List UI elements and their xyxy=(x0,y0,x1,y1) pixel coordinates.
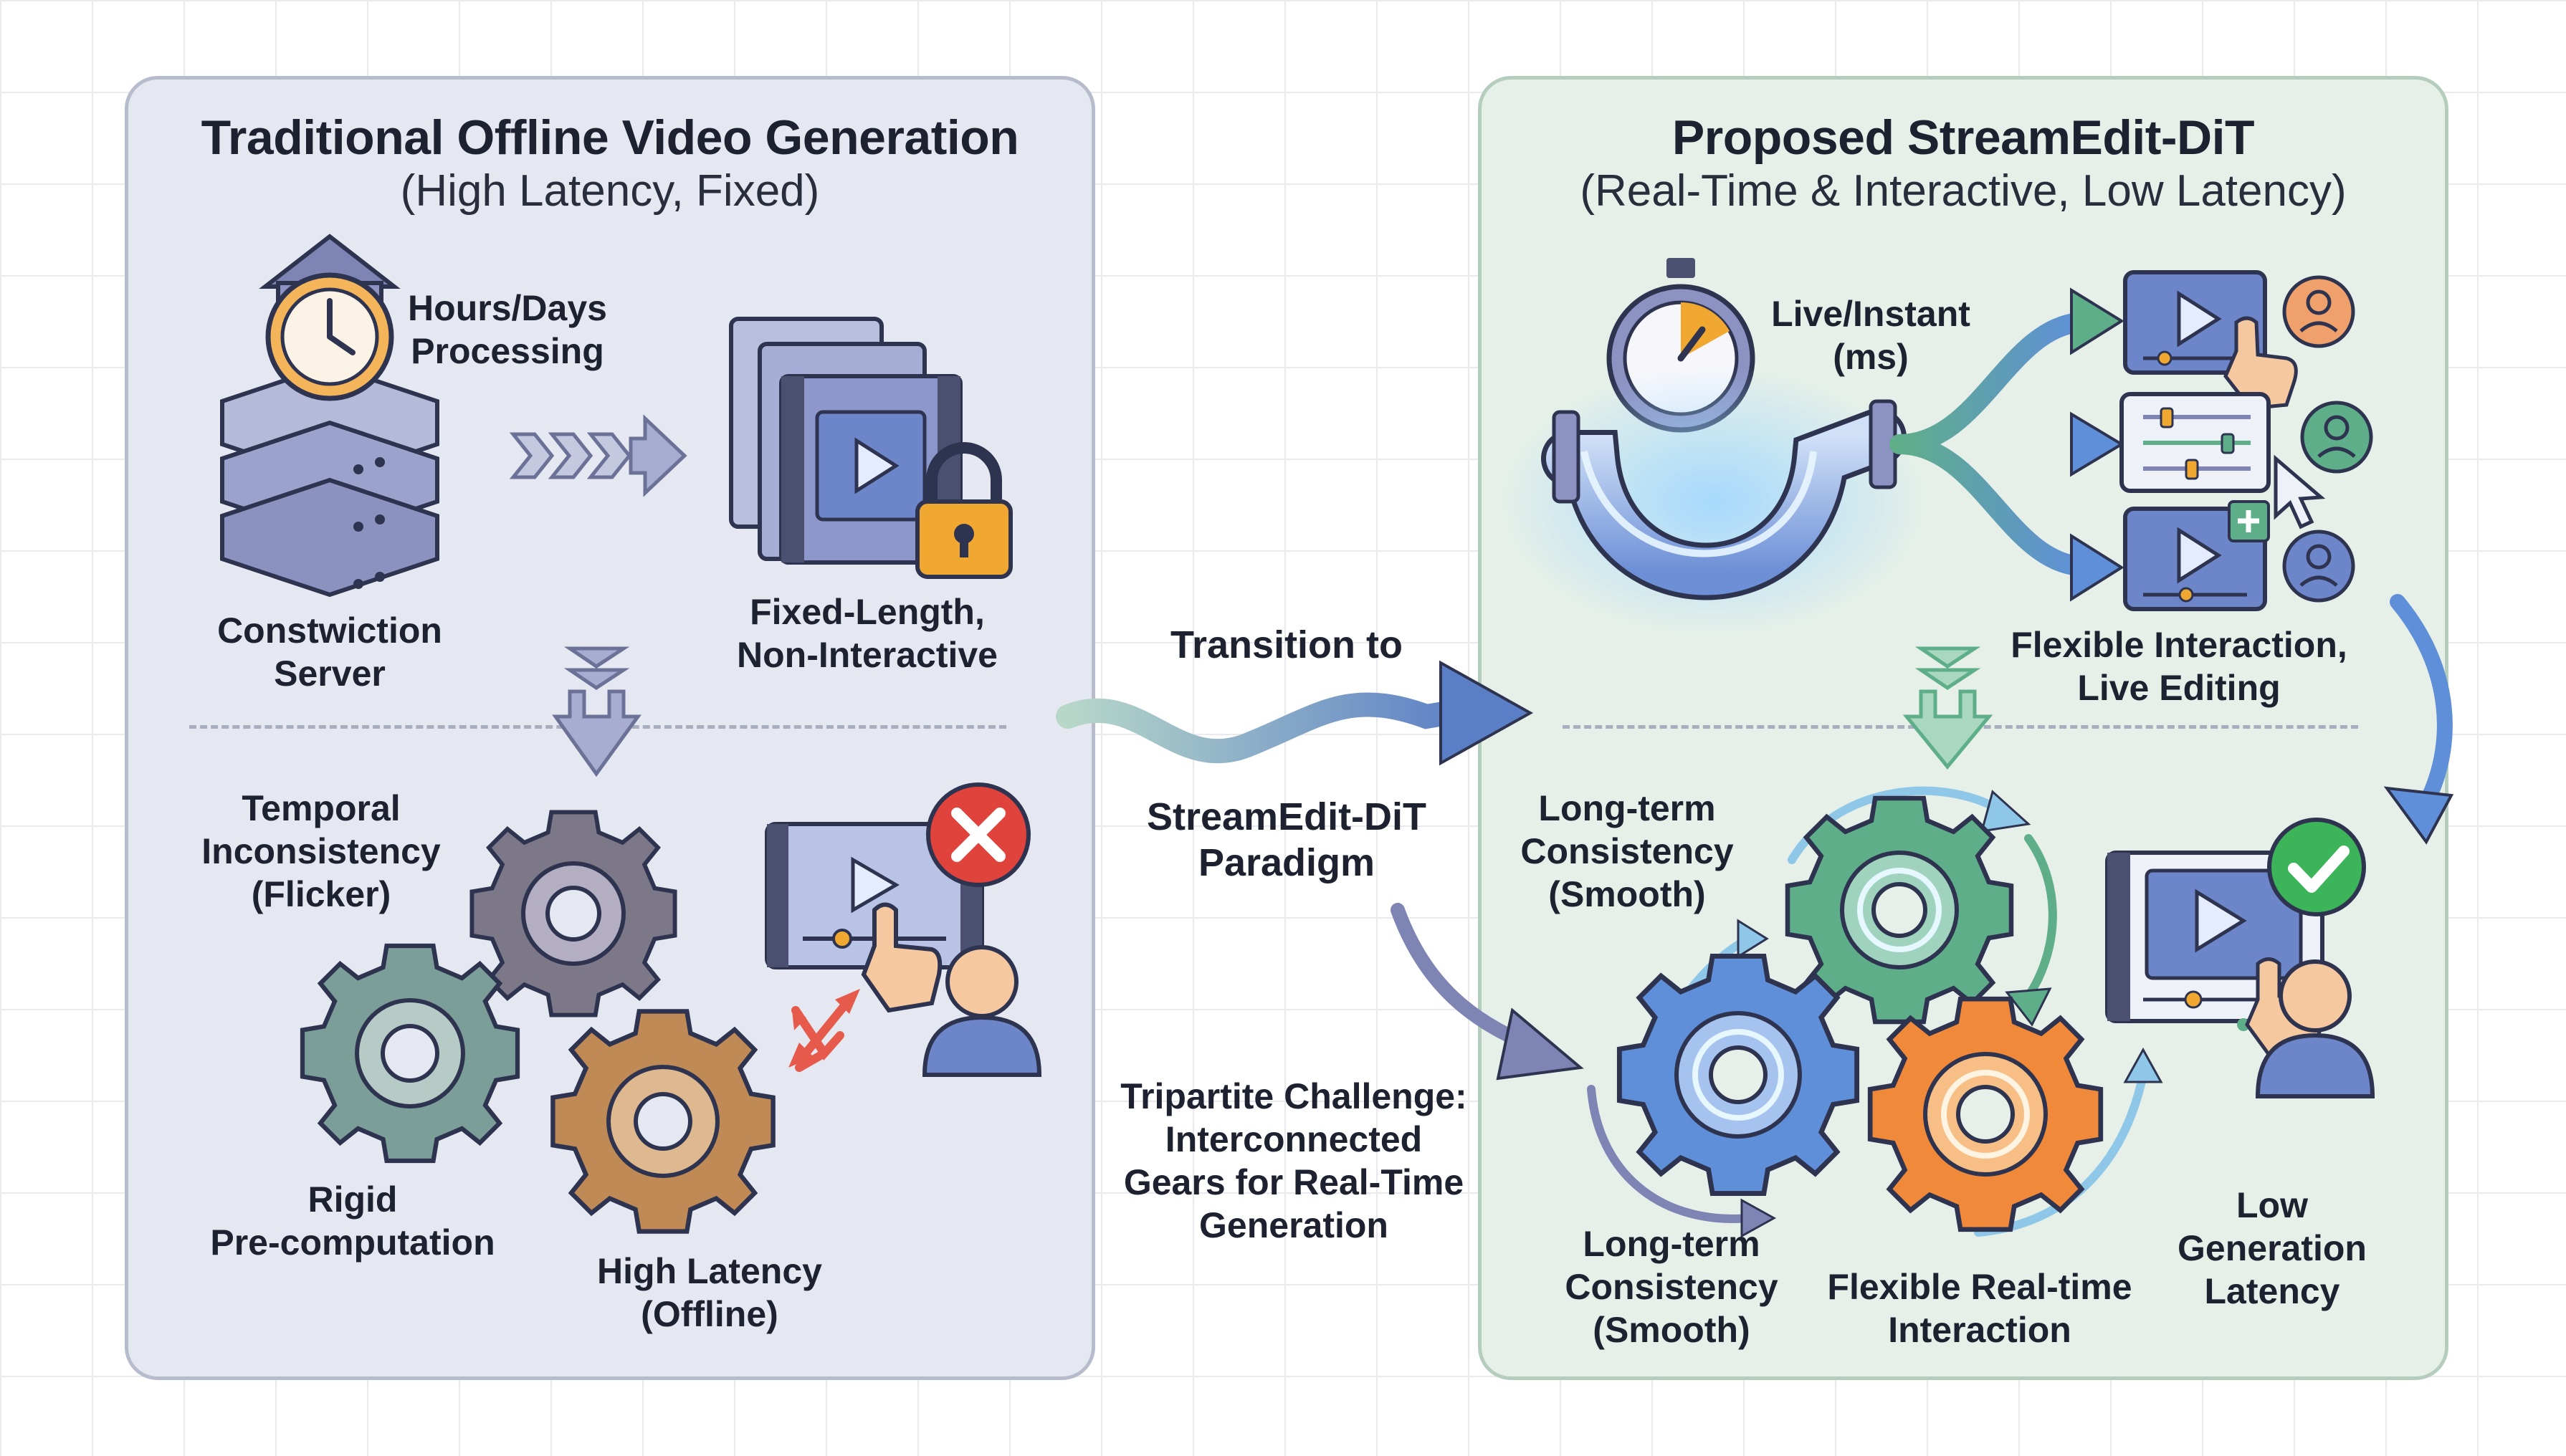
gear-icon xyxy=(1870,999,2101,1230)
error-icon xyxy=(926,782,1031,887)
flexible-realtime-label: Flexible Real-time Interaction xyxy=(1827,1267,2132,1350)
double-arrow-icon xyxy=(788,989,860,1072)
hand-cursor-icon xyxy=(2223,316,2298,411)
user-icon xyxy=(922,945,1042,1077)
gear-icon xyxy=(302,946,518,1161)
processing-label: Hours/Days Processing xyxy=(408,288,607,371)
hand-cursor-icon xyxy=(861,902,943,1013)
gear-icon xyxy=(1788,798,2011,1022)
gear-icon xyxy=(553,1011,773,1231)
film-stack-icon xyxy=(729,317,963,565)
fork-arrows-icon xyxy=(1889,312,2089,576)
fork-arrowheads xyxy=(2070,287,2124,602)
user-icon xyxy=(2282,275,2355,348)
user-icon xyxy=(2282,530,2355,603)
orbit-arrowheads xyxy=(1737,790,2163,1238)
high-latency-label: High Latency (Offline) xyxy=(597,1251,822,1334)
user-icon xyxy=(2255,959,2375,1098)
lock-icon xyxy=(915,442,1013,579)
longterm-consistency-top-label: Long-term Consistency (Smooth) xyxy=(1520,788,1734,914)
streamedit-subtitle: (Real-Time & Interactive, Low Latency) xyxy=(1580,166,2347,216)
offline-title: Traditional Offline Video Generation xyxy=(201,110,1019,165)
user-icon xyxy=(2300,401,2373,474)
wave-arrow-icon xyxy=(1056,660,1534,766)
video-player-icon xyxy=(2123,500,2270,611)
chevron-arrow-icon xyxy=(509,414,687,497)
fixed-length-label: Fixed-Length, Non-Interactive xyxy=(737,592,998,675)
temporal-inconsistency-label: Temporal Inconsistency (Flicker) xyxy=(201,788,441,914)
down-arrow-icon xyxy=(552,646,642,777)
check-icon xyxy=(2267,818,2366,916)
server-label: Constwiction Server xyxy=(217,610,442,694)
slider-panel-icon xyxy=(2119,392,2271,493)
low-latency-label: Low Generation Latency xyxy=(2178,1185,2367,1311)
gear-icon xyxy=(1619,956,1856,1193)
transition-to-label: Transition to xyxy=(1170,623,1403,666)
paradigm-label: StreamEdit-DiT Paradigm xyxy=(1146,795,1427,884)
pointer-icon xyxy=(2274,454,2326,530)
down-arrow-icon xyxy=(1902,646,1993,770)
offline-subtitle: (High Latency, Fixed) xyxy=(400,166,820,216)
gear-icon xyxy=(472,812,674,1015)
video-player-icon xyxy=(2123,270,2267,375)
flexible-editing-label: Flexible Interaction, Live Editing xyxy=(2011,625,2347,708)
streamedit-title: Proposed StreamEdit-DiT xyxy=(1671,110,2255,165)
tripartite-challenge-label: Tripartite Challenge: Interconnected Gea… xyxy=(1120,1076,1467,1245)
curved-arrow-icon xyxy=(2383,594,2454,845)
pipe-icon xyxy=(1498,365,1928,638)
live-instant-label: Live/Instant (ms) xyxy=(1771,294,1970,377)
curved-arrow-icon xyxy=(1391,903,1584,1081)
longterm-consistency-bottom-label: Long-term Consistency (Smooth) xyxy=(1565,1224,1778,1350)
rigid-precomputation-label: Rigid Pre-computation xyxy=(210,1179,495,1263)
clock-icon xyxy=(265,272,394,401)
